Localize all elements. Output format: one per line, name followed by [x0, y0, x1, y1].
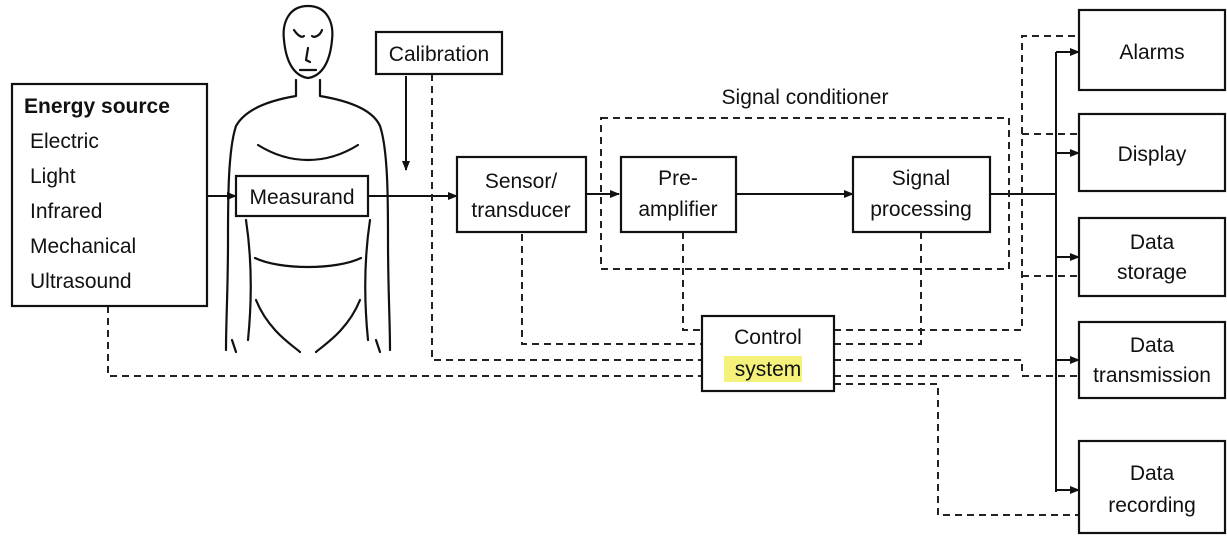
svg-text:storage: storage: [1117, 261, 1187, 284]
calibration-box: Calibration: [374, 30, 504, 76]
sensor-transducer-box: Sensor/ transducer: [455, 155, 588, 234]
preamplifier-box: Pre- amplifier: [619, 155, 738, 234]
display-box: Display: [1077, 112, 1227, 193]
signal-conditioner-label: Signal conditioner: [722, 86, 889, 109]
svg-text:Data: Data: [1130, 462, 1175, 485]
energy-source-item: Ultrasound: [30, 270, 132, 293]
svg-text:Control: Control: [734, 326, 802, 349]
data-storage-box: Data storage: [1077, 216, 1227, 298]
control-system-box: Control system: [700, 314, 836, 393]
signal-conditioner-frame: [600, 117, 1010, 270]
human-figure: [224, 4, 392, 354]
energy-source-title: Energy source: [24, 95, 170, 118]
energy-source-box: Energy source Electric Light Infrared Me…: [10, 82, 209, 308]
control-lines: [107, 35, 1079, 516]
svg-text:Calibration: Calibration: [389, 43, 489, 66]
data-recording-box: Data recording: [1077, 439, 1227, 535]
measurand-box: Measurand: [234, 174, 370, 218]
energy-source-item: Mechanical: [30, 235, 136, 258]
svg-text:Data: Data: [1130, 231, 1175, 254]
svg-text:Sensor/: Sensor/: [485, 170, 558, 193]
svg-text:Alarms: Alarms: [1119, 41, 1184, 64]
svg-text:Signal: Signal: [892, 167, 950, 190]
svg-text:Display: Display: [1118, 143, 1187, 166]
svg-text:processing: processing: [870, 198, 972, 221]
energy-source-item: Light: [30, 165, 76, 188]
signal-processing-box: Signal processing: [851, 155, 992, 234]
svg-text:transducer: transducer: [471, 199, 570, 222]
svg-text:Data: Data: [1130, 334, 1175, 357]
data-transmission-box: Data transmission: [1077, 320, 1227, 400]
svg-text:amplifier: amplifier: [638, 198, 717, 221]
system-highlight: [724, 356, 802, 382]
alarms-box: Alarms: [1077, 8, 1227, 92]
svg-text:Pre-: Pre-: [658, 167, 698, 190]
svg-text:recording: recording: [1108, 494, 1196, 517]
svg-text:transmission: transmission: [1093, 364, 1211, 387]
svg-text:Measurand: Measurand: [249, 186, 354, 209]
energy-source-item: Electric: [30, 130, 99, 153]
svg-text:system: system: [735, 358, 802, 381]
energy-source-item: Infrared: [30, 200, 102, 223]
